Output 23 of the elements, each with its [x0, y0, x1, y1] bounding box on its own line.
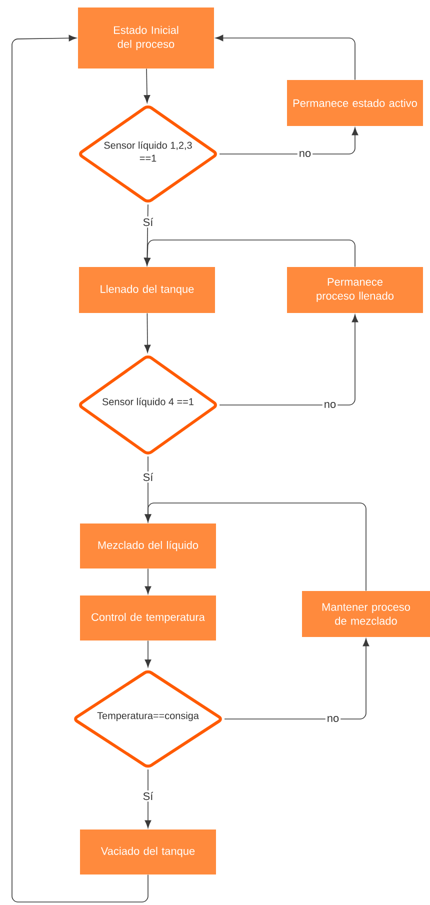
arrow — [215, 34, 356, 80]
arrow — [12, 34, 148, 902]
arrow — [224, 638, 370, 720]
edge-label: no — [322, 400, 338, 410]
arrow — [144, 640, 152, 668]
process-box: Mantener proceso de mezclado — [302, 591, 430, 637]
process-box: Control de temperatura — [80, 596, 216, 640]
arrow — [144, 769, 152, 828]
process-box: Estado Inicial del proceso — [78, 8, 214, 68]
process-box: Vaciado del tanque — [80, 830, 216, 874]
process-box: Permanece proceso llenado — [287, 267, 423, 313]
process-box: Mezclado del líquido — [80, 524, 216, 568]
process-box: Permanece estado activo — [287, 80, 423, 126]
arrow — [144, 68, 150, 103]
arrow — [144, 568, 152, 594]
arrow — [144, 240, 356, 268]
process-box: Llenado del tanque — [79, 267, 215, 313]
arrow — [144, 312, 151, 353]
edge-label: no — [325, 714, 341, 724]
edge-label: no — [297, 150, 313, 158]
arrow — [219, 127, 358, 154]
arrow — [144, 502, 366, 592]
arrow — [219, 314, 358, 406]
